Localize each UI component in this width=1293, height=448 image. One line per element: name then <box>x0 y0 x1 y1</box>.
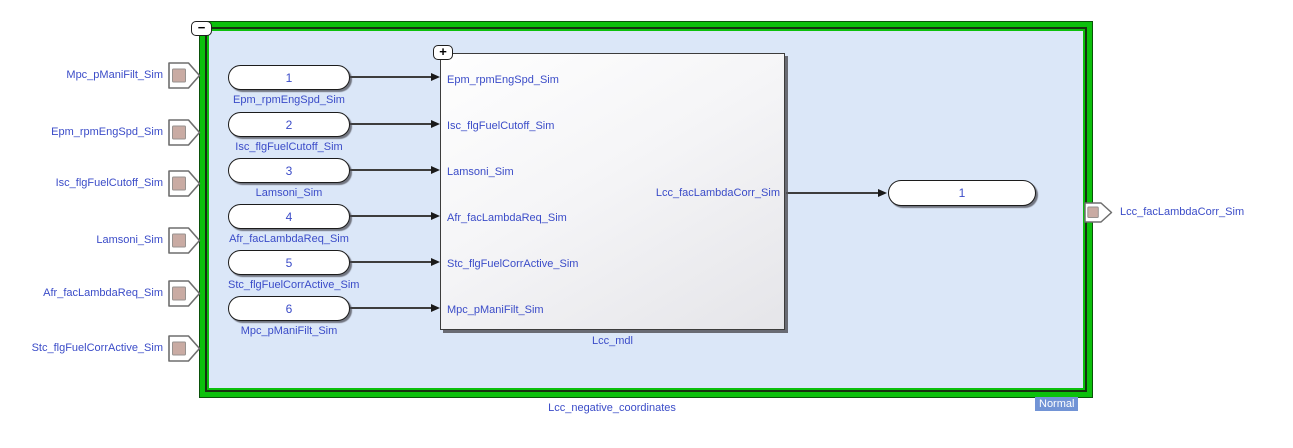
block-input-port-label: Isc_flgFuelCutoff_Sim <box>447 120 555 132</box>
inport-block-6[interactable]: 6 <box>228 296 350 321</box>
inport-number: 2 <box>285 117 293 132</box>
input-port-connector-icon[interactable] <box>168 334 201 362</box>
signal-wire[interactable] <box>350 307 431 309</box>
collapse-subsystem-button[interactable]: − <box>191 21 212 36</box>
outport-number: 1 <box>958 186 966 200</box>
external-input-label: Mpc_pManiFilt_Sim <box>66 69 163 81</box>
external-input-label: Lamsoni_Sim <box>96 234 163 246</box>
signal-wire[interactable] <box>350 215 431 217</box>
input-port-connector-icon[interactable] <box>168 226 201 254</box>
external-input-port-1[interactable]: Mpc_pManiFilt_Sim <box>0 61 201 89</box>
inport-block-5[interactable]: 5 <box>228 250 350 275</box>
block-input-port-label: Mpc_pManiFilt_Sim <box>447 304 544 316</box>
block-input-port-label: Stc_flgFuelCorrActive_Sim <box>447 258 579 270</box>
subsystem-name-label: Lcc_negative_coordinates <box>548 402 676 414</box>
signal-wire[interactable] <box>350 261 431 263</box>
wire-arrowhead-icon <box>431 212 440 220</box>
wire-arrowhead-icon <box>431 73 440 81</box>
signal-wire[interactable] <box>350 169 431 171</box>
block-input-port-label: Lamsoni_Sim <box>447 166 514 178</box>
external-output-label: Lcc_facLambdaCorr_Sim <box>1120 206 1245 218</box>
inport-block-3[interactable]: 3 <box>228 158 350 183</box>
inport-number: 4 <box>285 209 293 224</box>
external-input-port-4[interactable]: Lamsoni_Sim <box>0 226 201 254</box>
inport-number: 1 <box>285 70 293 85</box>
inport-name-label: Afr_facLambdaReq_Sim <box>229 233 349 245</box>
external-input-label: Isc_flgFuelCutoff_Sim <box>55 177 163 189</box>
output-port-connector-icon[interactable] <box>1084 202 1113 223</box>
inport-number: 6 <box>285 301 293 316</box>
external-input-label: Afr_facLambdaReq_Sim <box>43 287 163 299</box>
input-port-connector-icon[interactable] <box>168 279 201 307</box>
input-port-connector-icon[interactable] <box>168 169 201 197</box>
minus-icon: − <box>197 20 206 35</box>
block-input-port-label: Afr_facLambdaReq_Sim <box>447 212 567 224</box>
inport-name-label: Epm_rpmEngSpd_Sim <box>233 94 345 106</box>
inport-name-label: Isc_flgFuelCutoff_Sim <box>235 141 343 153</box>
inport-name-label: Stc_flgFuelCorrActive_Sim <box>228 279 360 291</box>
wire-arrowhead-icon <box>431 258 440 266</box>
external-input-port-6[interactable]: Stc_flgFuelCorrActive_Sim <box>0 334 201 362</box>
expand-block-button[interactable]: + <box>433 45 453 60</box>
external-input-port-2[interactable]: Epm_rpmEngSpd_Sim <box>0 118 201 146</box>
model-block-name-label: Lcc_mdl <box>592 335 633 347</box>
inport-block-4[interactable]: 4 <box>228 204 350 229</box>
signal-wire[interactable] <box>350 123 431 125</box>
block-input-port-label: Epm_rpmEngSpd_Sim <box>447 74 559 86</box>
external-input-port-5[interactable]: Afr_facLambdaReq_Sim <box>0 279 201 307</box>
input-port-connector-icon[interactable] <box>168 118 201 146</box>
external-input-port-3[interactable]: Isc_flgFuelCutoff_Sim <box>0 169 201 197</box>
signal-wire[interactable] <box>786 192 878 194</box>
inport-number: 5 <box>285 255 293 270</box>
inport-number: 3 <box>285 163 293 178</box>
external-input-label: Stc_flgFuelCorrActive_Sim <box>31 342 163 354</box>
outport-block-1[interactable]: 1 <box>888 180 1036 206</box>
plus-icon: + <box>439 44 447 59</box>
inport-block-2[interactable]: 2 <box>228 112 350 137</box>
wire-arrowhead-icon <box>431 120 440 128</box>
model-block-lcc-mdl[interactable]: Epm_rpmEngSpd_Sim Isc_flgFuelCutoff_Sim … <box>440 53 785 330</box>
wire-arrowhead-icon <box>431 304 440 312</box>
external-input-label: Epm_rpmEngSpd_Sim <box>51 126 163 138</box>
wire-arrowhead-icon <box>878 189 887 197</box>
inport-name-label: Lamsoni_Sim <box>255 187 323 199</box>
inport-name-label: Mpc_pManiFilt_Sim <box>240 325 338 337</box>
signal-wire[interactable] <box>350 76 431 78</box>
simulation-mode-badge: Normal <box>1035 397 1079 411</box>
input-port-connector-icon[interactable] <box>168 61 201 89</box>
block-output-port-label: Lcc_facLambdaCorr_Sim <box>655 187 780 199</box>
wire-arrowhead-icon <box>431 166 440 174</box>
inport-block-1[interactable]: 1 <box>228 65 350 90</box>
